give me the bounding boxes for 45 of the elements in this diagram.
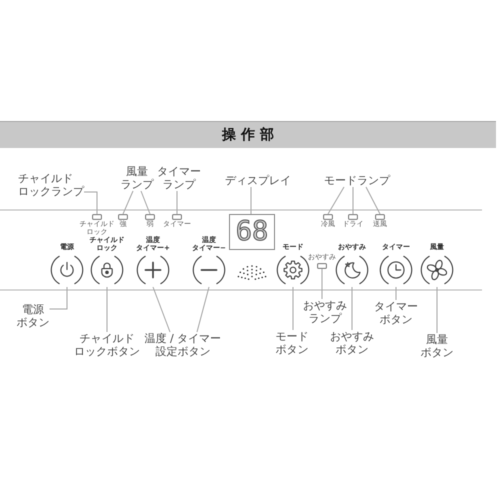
callout-label: 電源ボタン xyxy=(16,303,50,329)
leader-line xyxy=(49,286,68,310)
leader-line xyxy=(436,286,438,334)
leader-line xyxy=(176,190,178,214)
padlock-icon xyxy=(90,253,124,287)
indicator-lamp-icon xyxy=(92,214,102,220)
indicator-lamp-icon xyxy=(118,214,128,220)
title-banner: 操作部 xyxy=(0,121,496,148)
leader-line xyxy=(122,190,134,214)
callout-label: 温度 / タイマー設定ボタン xyxy=(144,332,222,358)
leader-line xyxy=(152,286,170,332)
fan-icon xyxy=(420,253,454,287)
callout-label: タイマーボタン xyxy=(374,300,418,326)
callout-label: おやすみランプ xyxy=(303,299,347,325)
callout-label: 風量ボタン xyxy=(420,333,454,359)
callout-label: チャイルドロックボタン xyxy=(74,332,140,358)
callout-label: タイマーランプ xyxy=(157,165,201,191)
leader-line xyxy=(352,186,354,214)
indicator-lamp-icon xyxy=(172,214,182,220)
indicator-lamp-icon xyxy=(375,214,385,220)
moon-icon xyxy=(335,253,369,287)
indicator-lamp-icon xyxy=(348,214,358,220)
clock-icon xyxy=(379,253,413,287)
plus-icon xyxy=(136,253,170,287)
callout-label: チャイルドロックランプ xyxy=(18,172,84,198)
digital-display: 68 xyxy=(229,214,275,250)
leader-line xyxy=(250,186,252,214)
minus-icon xyxy=(192,253,226,287)
callout-label: モードランプ xyxy=(324,174,390,187)
indicator-lamp-icon xyxy=(317,263,327,269)
callout-label: ディスプレイ xyxy=(225,174,291,187)
callout-label: 風量ランプ xyxy=(120,165,154,191)
gear-icon xyxy=(276,253,310,287)
callout-label: モードボタン xyxy=(276,330,308,356)
leader-line xyxy=(196,286,210,332)
indicator-lamp-icon xyxy=(145,214,155,220)
leader-line xyxy=(84,192,98,214)
leader-line xyxy=(106,286,108,332)
leader-line xyxy=(292,286,294,330)
callout-label: おやすみボタン xyxy=(330,330,374,356)
leader-line xyxy=(140,190,150,214)
leader-line xyxy=(328,186,344,214)
indicator-lamp-icon xyxy=(323,214,333,220)
leader-line xyxy=(366,186,380,214)
power-icon xyxy=(50,253,84,287)
